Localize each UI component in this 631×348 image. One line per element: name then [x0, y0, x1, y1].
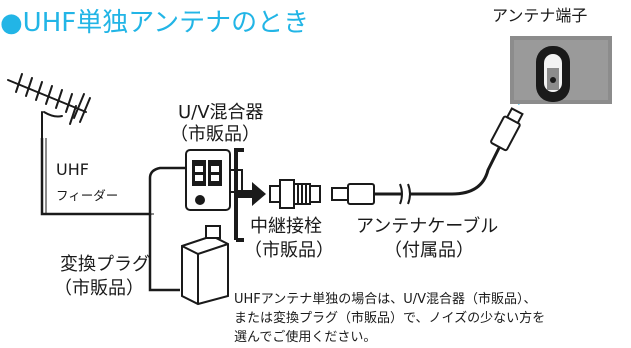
note-line-3: 選んでご使用ください。	[234, 330, 377, 345]
relay-plug-sub-label: （市販品）	[244, 240, 334, 261]
uv-mixer-label: U/V混合器	[178, 102, 264, 123]
uhf-feeder-line	[40, 138, 199, 216]
relay-plug-label: 中継接栓	[250, 216, 322, 237]
note-line-2: または変換プラグ（市販品）で、ノイズの少ない方を	[234, 311, 546, 326]
antenna-cable-sub-label: （付属品）	[384, 240, 474, 261]
page-title: ●UHF単独アンテナのとき	[0, 8, 310, 38]
relay-plug-icon	[269, 179, 321, 209]
note-line-1: UHFアンテナ単独の場合は、U/V混合器（市販品）、	[234, 292, 537, 307]
antenna-cable-icon	[331, 107, 524, 205]
uhf-label: UHF	[56, 160, 89, 179]
conversion-plug-icon	[181, 225, 229, 306]
conversion-plug-sub-label: （市販品）	[54, 278, 144, 299]
uhf-antenna-icon	[7, 73, 91, 139]
antenna-terminal-label: アンテナ端子	[492, 6, 588, 25]
feeder-to-plug-line	[148, 214, 180, 292]
junction-arrow-icon	[234, 148, 266, 242]
uv-mixer-sub-label: （市販品）	[170, 124, 260, 145]
conversion-plug-label: 変換プラグ	[60, 254, 150, 275]
uv-mixer-icon	[185, 149, 243, 211]
feeder-label: フィーダー	[56, 188, 119, 203]
antenna-terminal-panel	[510, 36, 612, 104]
antenna-cable-label: アンテナケーブル	[356, 216, 499, 237]
